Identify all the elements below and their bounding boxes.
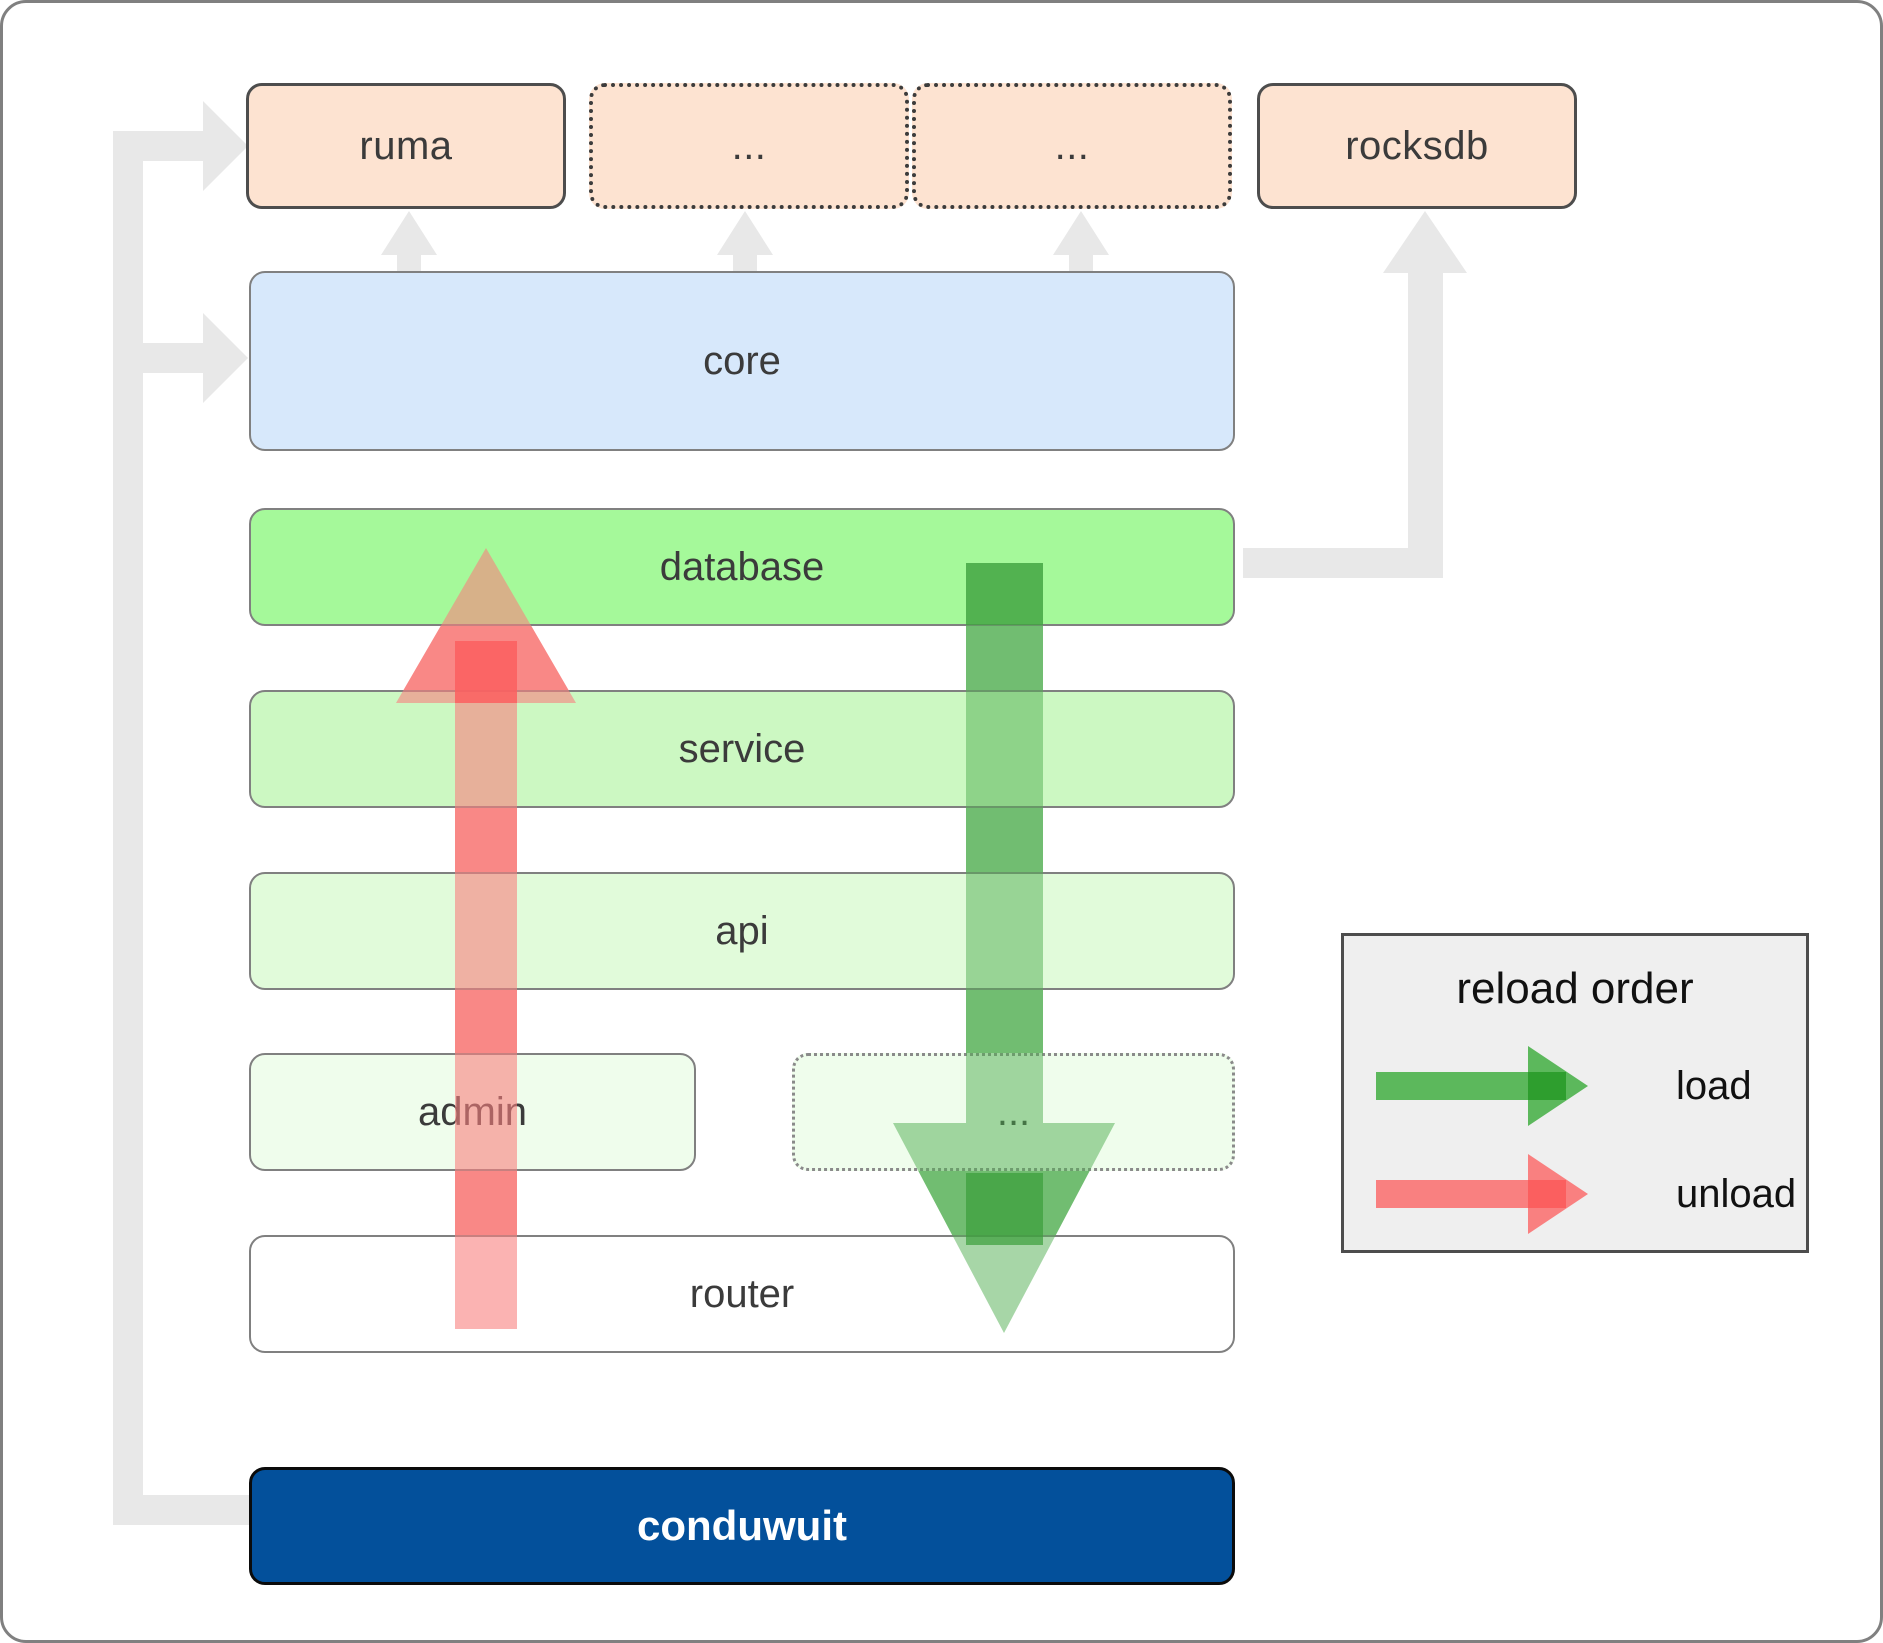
layer-node-api[interactable]: api — [249, 872, 1235, 990]
layer-label-api: api — [715, 908, 769, 953]
layer-node-service[interactable]: service — [249, 690, 1235, 808]
legend-row-load: load — [1344, 1046, 1806, 1126]
dependency-node-ruma[interactable]: ruma — [246, 83, 566, 209]
layer-node-core[interactable]: core — [249, 271, 1235, 451]
reload-order-arrows-front — [396, 548, 1115, 1333]
layer-node-conduwuit[interactable]: conduwuit — [249, 1467, 1235, 1585]
dependency-node-placeholder-a[interactable]: ... — [589, 83, 909, 209]
layer-node-database[interactable]: database — [249, 508, 1235, 626]
load-arrow-icon — [1376, 1046, 1626, 1126]
legend-row-unload: unload — [1344, 1154, 1806, 1234]
unload-arrow-icon — [1376, 1154, 1626, 1234]
legend-title: reload order — [1456, 964, 1694, 1013]
dependency-node-placeholder-b[interactable]: ... — [912, 83, 1232, 209]
dependency-label-placeholder-b: ... — [1054, 123, 1090, 168]
layer-label-admin: admin — [418, 1089, 527, 1134]
layer-label-core: core — [703, 338, 781, 383]
dependency-node-rocksdb[interactable]: rocksdb — [1257, 83, 1577, 209]
legend-label-unload: unload — [1676, 1171, 1797, 1216]
layer-label-database: database — [659, 544, 825, 589]
layer-label-conduwuit: conduwuit — [637, 1502, 847, 1549]
reload-order-arrows-back — [396, 548, 1115, 1333]
legend-panel: reload order load unload — [1341, 933, 1809, 1253]
layer-node-router[interactable]: router — [249, 1235, 1235, 1353]
dependency-label-ruma: ruma — [359, 123, 453, 168]
layer-label-service: service — [678, 726, 806, 771]
connector-arrows — [113, 101, 1467, 1525]
layer-node-more[interactable]: ... — [792, 1053, 1235, 1171]
dependency-label-rocksdb: rocksdb — [1345, 123, 1489, 168]
layer-label-router: router — [689, 1271, 795, 1316]
dependency-label-placeholder-a: ... — [731, 123, 767, 168]
layer-label-more: ... — [996, 1089, 1031, 1134]
legend-label-load: load — [1676, 1063, 1752, 1108]
layer-node-admin[interactable]: admin — [249, 1053, 696, 1171]
